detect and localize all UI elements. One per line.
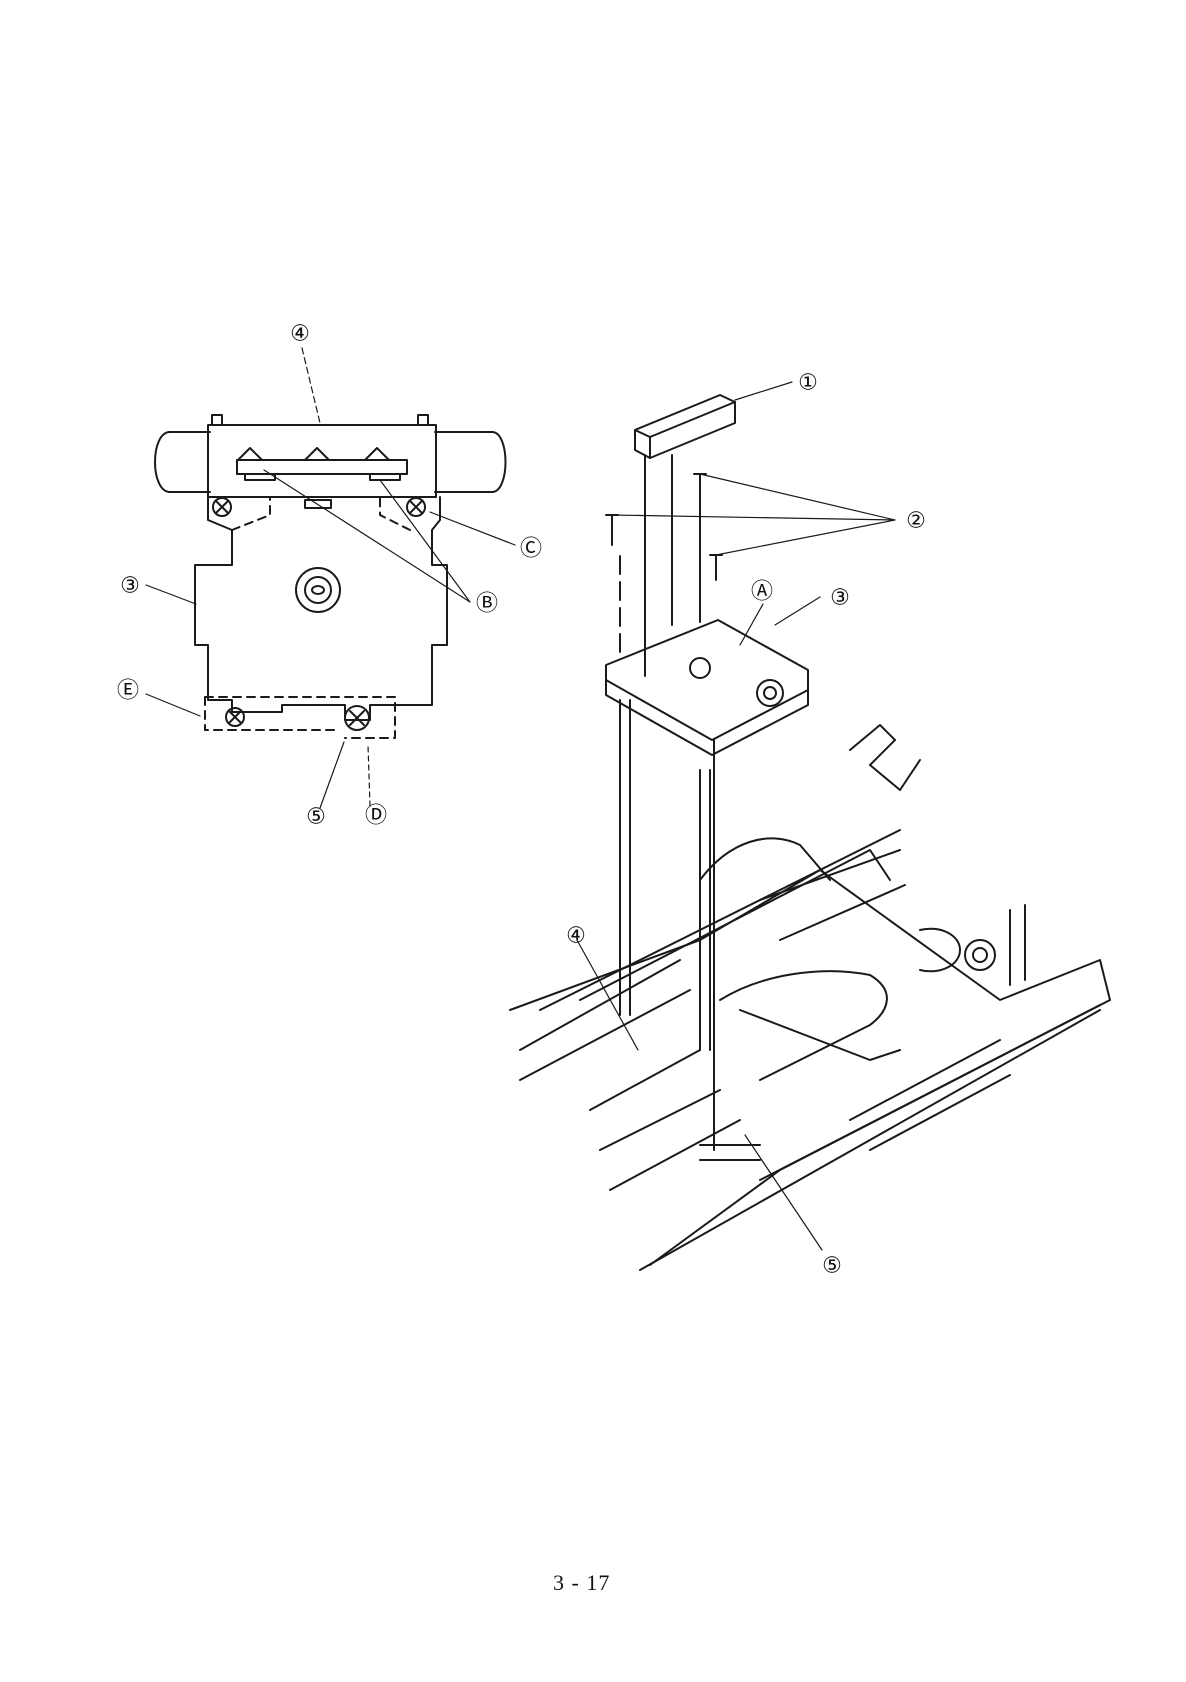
callout-a: Ⓐ	[751, 579, 773, 604]
callout-3-exploded: ③	[830, 585, 850, 610]
screw-left-bottom	[226, 708, 244, 726]
screw-right-top	[407, 498, 425, 516]
screw-left-top	[213, 498, 231, 516]
center-hub	[296, 568, 340, 612]
callout-5-detail: ⑤	[306, 804, 326, 829]
detail-view	[146, 348, 515, 808]
exploded-view	[510, 395, 1110, 1270]
callout-1: ①	[798, 370, 818, 395]
screw-right-bottom	[345, 706, 369, 730]
callout-b: Ⓑ	[476, 591, 498, 616]
callout-4-exploded: ④	[566, 923, 586, 948]
page-number: 3 - 17	[553, 1570, 610, 1596]
callout-4-detail: ④	[290, 321, 310, 346]
callout-5-exploded: ⑤	[822, 1253, 842, 1278]
callout-c: Ⓒ	[520, 536, 542, 561]
callout-e: Ⓔ	[117, 678, 139, 703]
exploded-leaders	[577, 382, 895, 1250]
callout-2: ②	[906, 508, 926, 533]
callout-3-detail: ③	[120, 573, 140, 598]
callout-d: Ⓓ	[365, 803, 387, 828]
